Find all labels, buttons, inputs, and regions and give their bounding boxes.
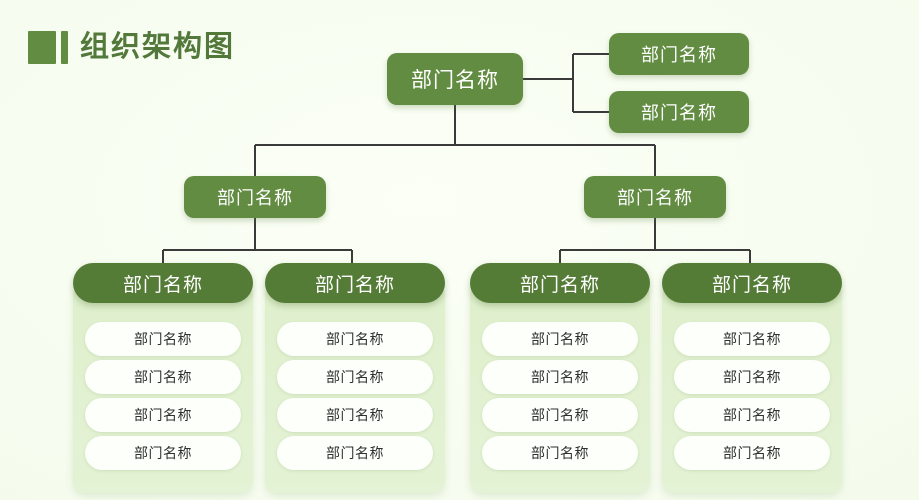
department-card-header[interactable]: 部门名称 — [662, 263, 842, 303]
department-card: 部门名称 部门名称 部门名称 部门名称 部门名称 — [73, 263, 253, 493]
list-item-label: 部门名称 — [531, 407, 589, 423]
list-item[interactable]: 部门名称 — [277, 360, 433, 394]
list-item[interactable]: 部门名称 — [674, 398, 830, 432]
department-card: 部门名称 部门名称 部门名称 部门名称 部门名称 — [662, 263, 842, 493]
list-item[interactable]: 部门名称 — [85, 398, 241, 432]
node-aside-2-label: 部门名称 — [641, 103, 717, 123]
list-item-label: 部门名称 — [723, 445, 781, 461]
list-item[interactable]: 部门名称 — [85, 322, 241, 356]
list-item[interactable]: 部门名称 — [85, 436, 241, 470]
department-card-item-list: 部门名称 部门名称 部门名称 部门名称 — [277, 322, 433, 470]
list-item[interactable]: 部门名称 — [674, 360, 830, 394]
node-level2-left[interactable]: 部门名称 — [184, 176, 326, 218]
list-item-label: 部门名称 — [134, 407, 192, 423]
department-card: 部门名称 部门名称 部门名称 部门名称 部门名称 — [265, 263, 445, 493]
list-item[interactable]: 部门名称 — [482, 360, 638, 394]
list-item[interactable]: 部门名称 — [482, 398, 638, 432]
list-item[interactable]: 部门名称 — [674, 322, 830, 356]
node-root-label: 部门名称 — [411, 69, 499, 92]
department-card-header-label: 部门名称 — [519, 274, 600, 296]
department-card-item-list: 部门名称 部门名称 部门名称 部门名称 — [674, 322, 830, 470]
list-item[interactable]: 部门名称 — [277, 322, 433, 356]
list-item-label: 部门名称 — [134, 445, 192, 461]
list-item-label: 部门名称 — [723, 331, 781, 347]
department-card-item-list: 部门名称 部门名称 部门名称 部门名称 — [85, 322, 241, 470]
list-item-label: 部门名称 — [326, 445, 384, 461]
list-item-label: 部门名称 — [531, 445, 589, 461]
department-card-header[interactable]: 部门名称 — [265, 263, 445, 303]
title-bar-decoration — [61, 30, 68, 64]
title-block-decoration — [28, 30, 56, 64]
node-aside-1-label: 部门名称 — [641, 45, 717, 65]
list-item-label: 部门名称 — [723, 369, 781, 385]
list-item[interactable]: 部门名称 — [482, 322, 638, 356]
department-card-header-label: 部门名称 — [314, 274, 395, 296]
department-card-header[interactable]: 部门名称 — [470, 263, 650, 303]
list-item[interactable]: 部门名称 — [277, 436, 433, 470]
department-card: 部门名称 部门名称 部门名称 部门名称 部门名称 — [470, 263, 650, 493]
node-level2-left-label: 部门名称 — [217, 188, 293, 208]
node-aside-2[interactable]: 部门名称 — [609, 91, 749, 133]
list-item-label: 部门名称 — [134, 331, 192, 347]
list-item[interactable]: 部门名称 — [85, 360, 241, 394]
list-item-label: 部门名称 — [531, 331, 589, 347]
node-aside-1[interactable]: 部门名称 — [609, 33, 749, 75]
department-card-item-list: 部门名称 部门名称 部门名称 部门名称 — [482, 322, 638, 470]
list-item-label: 部门名称 — [531, 369, 589, 385]
list-item[interactable]: 部门名称 — [674, 436, 830, 470]
list-item[interactable]: 部门名称 — [277, 398, 433, 432]
page-title: 组织架构图 — [28, 25, 235, 69]
list-item-label: 部门名称 — [326, 407, 384, 423]
list-item-label: 部门名称 — [134, 369, 192, 385]
node-level2-right[interactable]: 部门名称 — [584, 176, 726, 218]
page-title-text: 组织架构图 — [80, 30, 236, 63]
department-card-header-label: 部门名称 — [711, 274, 792, 296]
node-level2-right-label: 部门名称 — [617, 188, 693, 208]
list-item-label: 部门名称 — [326, 331, 384, 347]
department-card-header[interactable]: 部门名称 — [73, 263, 253, 303]
list-item-label: 部门名称 — [723, 407, 781, 423]
department-card-header-label: 部门名称 — [122, 274, 203, 296]
node-root[interactable]: 部门名称 — [387, 53, 523, 105]
list-item-label: 部门名称 — [326, 369, 384, 385]
list-item[interactable]: 部门名称 — [482, 436, 638, 470]
